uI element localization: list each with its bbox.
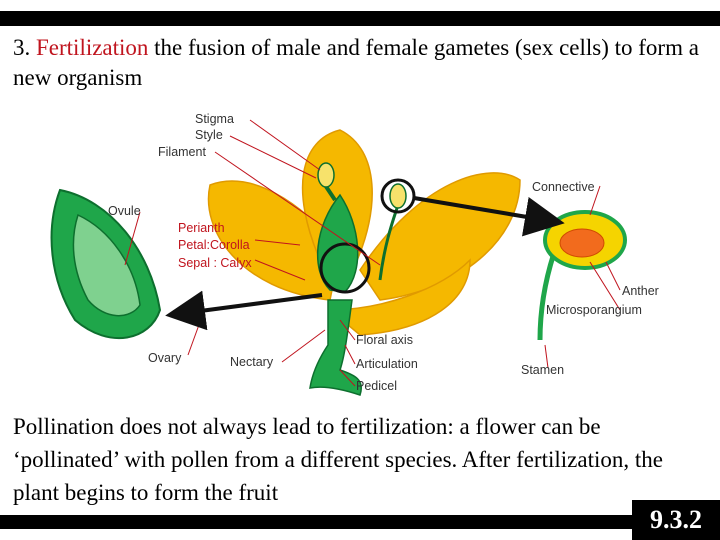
- label-petal: Petal:Corolla: [178, 238, 250, 252]
- anther-detail: [540, 212, 625, 340]
- label-perianth: Perianth: [178, 221, 225, 235]
- pointer-line: [345, 345, 355, 364]
- label-anther: Anther: [622, 284, 659, 298]
- label-articulation: Articulation: [356, 357, 418, 371]
- label-microsporangium: Microsporangium: [546, 303, 642, 317]
- arrow-to-ovary: [185, 295, 322, 313]
- label-pedicel: Pedicel: [356, 379, 397, 393]
- label-stamen: Stamen: [521, 363, 564, 377]
- label-style: Style: [195, 128, 223, 142]
- label-connective: Connective: [532, 180, 595, 194]
- pointer-line: [188, 322, 200, 355]
- stamen-anther: [390, 184, 406, 208]
- label-sepal: Sepal : Calyx: [178, 256, 252, 270]
- anther-pollen-sac: [560, 229, 604, 257]
- slide-number-badge: 9.3.2: [632, 500, 720, 540]
- anther-stalk: [540, 250, 555, 340]
- label-ovary: Ovary: [148, 351, 182, 365]
- label-floral-axis: Floral axis: [356, 333, 413, 347]
- stigma: [318, 163, 334, 187]
- ovary-section: [52, 190, 160, 338]
- label-filament: Filament: [158, 145, 206, 159]
- label-ovule: Ovule: [108, 204, 141, 218]
- bottom-rule: [0, 515, 720, 529]
- pointer-line: [606, 262, 620, 290]
- label-nectary: Nectary: [230, 355, 274, 369]
- label-stigma: Stigma: [195, 112, 234, 126]
- body-paragraph: Pollination does not always lead to fert…: [13, 410, 708, 509]
- pointer-line: [282, 330, 325, 362]
